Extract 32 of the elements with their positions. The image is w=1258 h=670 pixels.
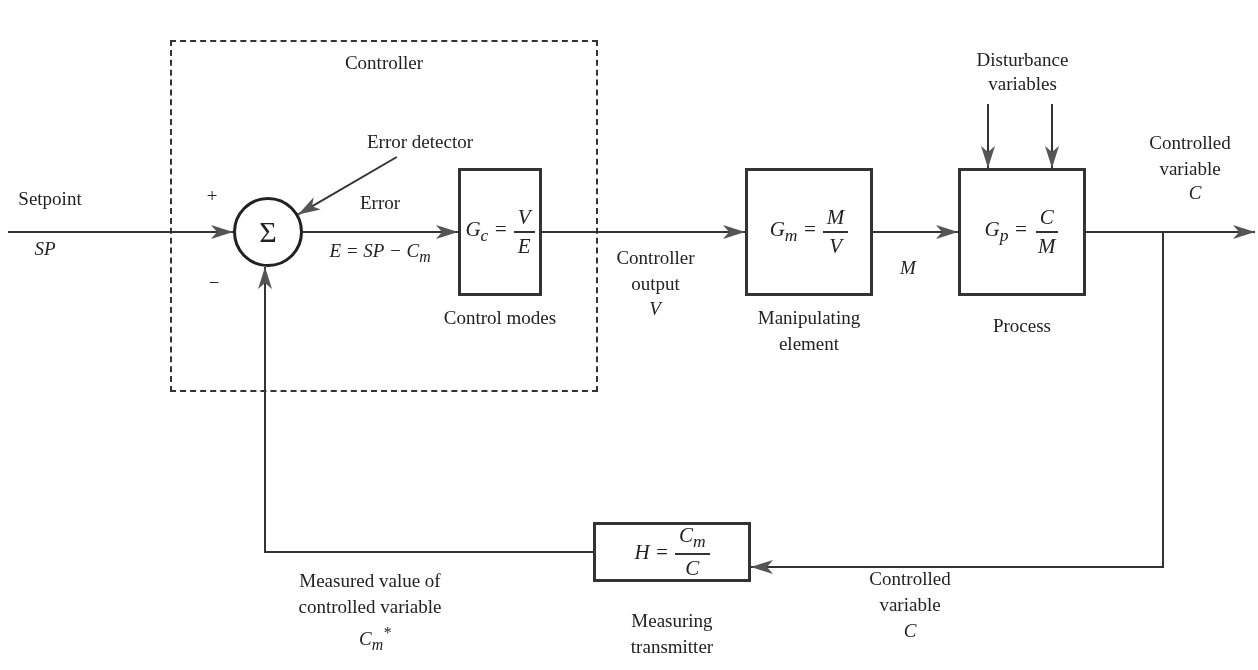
- block-caption: Manipulating element: [756, 306, 862, 356]
- block-caption: Process: [991, 314, 1053, 338]
- signal-label: M: [899, 256, 918, 280]
- signal-label: +: [205, 184, 219, 208]
- signal-label: C: [902, 619, 918, 643]
- signal-arrow: [872, 225, 959, 239]
- signal-arrow: [981, 103, 995, 169]
- signal-label: Controlled variable: [1148, 131, 1232, 181]
- signal-label: Setpoint: [17, 187, 83, 211]
- annotation-text: Disturbance variables: [960, 48, 1085, 104]
- leader-arrow: [297, 156, 398, 216]
- signal-label: Measured value of controlled variable: [297, 569, 443, 619]
- annotation-text: Error detector: [340, 130, 500, 157]
- signal-label: Error: [358, 191, 402, 215]
- summing-junction: Σ: [233, 197, 303, 267]
- signal-label: Controller output: [615, 246, 696, 296]
- signal-arrow: [7, 225, 234, 239]
- block-caption: Measuring transmitter: [629, 609, 715, 659]
- signal-label: SP: [33, 237, 57, 261]
- signal-label: E = SP − C$_{m}$: [328, 239, 432, 267]
- controller-dashed-box: [170, 40, 598, 392]
- signal-label: Controlled variable: [868, 567, 952, 617]
- block-caption: Control modes: [442, 306, 558, 330]
- signal-arrow: [258, 265, 594, 553]
- signal-label: C: [1187, 181, 1203, 205]
- signal-arrow: [541, 225, 746, 239]
- signal-label: V: [648, 297, 664, 321]
- group-title: Controller: [343, 52, 425, 74]
- signal-label: −: [207, 271, 221, 295]
- signal-arrow: [750, 231, 1164, 574]
- signal-arrow: [302, 225, 459, 239]
- signal-arrow: [1045, 103, 1059, 169]
